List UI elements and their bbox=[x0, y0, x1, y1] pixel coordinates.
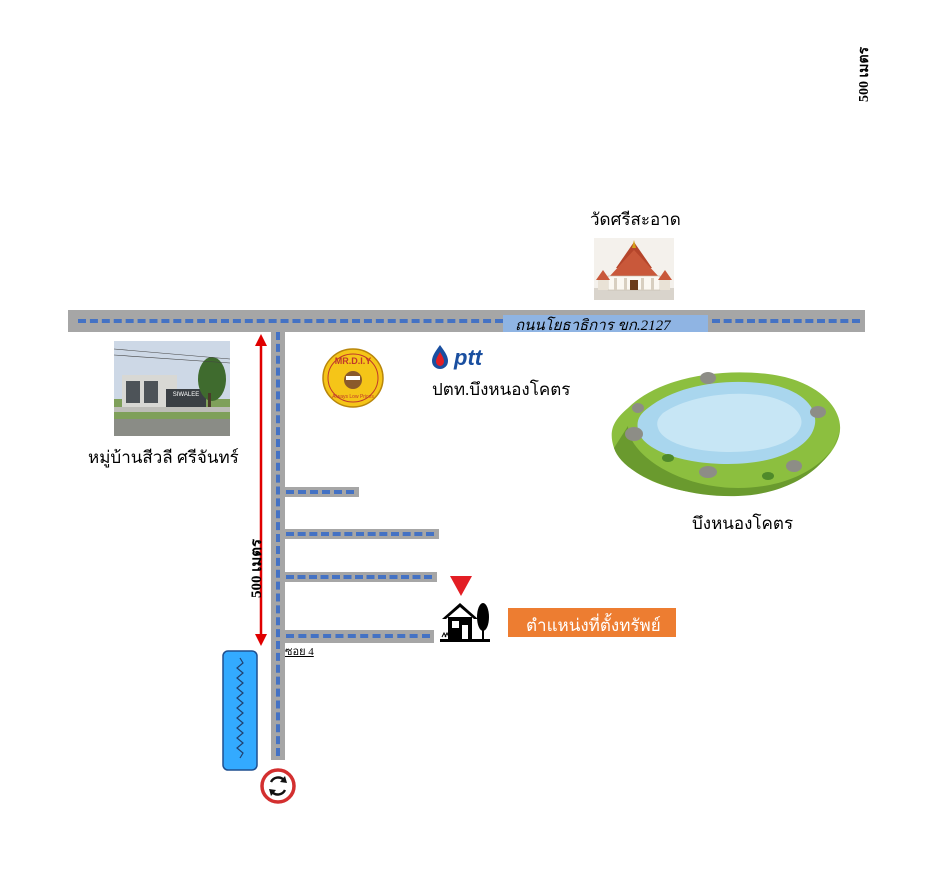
soi-label: ซอย 4 bbox=[285, 646, 314, 658]
temple-label: วัดศรีสะอาด bbox=[590, 210, 681, 229]
canal bbox=[222, 650, 258, 771]
property-label-box bbox=[508, 608, 676, 637]
branch-road-2-dashes bbox=[286, 532, 434, 536]
lake-image bbox=[608, 368, 844, 498]
main-road-dashes-right bbox=[712, 319, 860, 323]
village-sign-text: SIWALEE bbox=[173, 392, 199, 398]
distance-label-side: 500 เมตร bbox=[249, 538, 265, 598]
distance-arrow bbox=[252, 334, 270, 646]
gas-station-label: ปตท.บึงหนองโคตร bbox=[432, 380, 571, 399]
ptt-logo: ptt bbox=[430, 343, 502, 371]
lake-label: บึงหนองโคตร bbox=[692, 514, 794, 533]
property-label: ตำแหน่งที่ตั้งทรัพย์ bbox=[526, 616, 661, 635]
distance-label-top: 500 เมตร bbox=[857, 46, 872, 102]
house-icon bbox=[438, 597, 492, 645]
main-road-label: ถนนโยธาธิการ ขก.2127 bbox=[515, 318, 671, 334]
temple-image bbox=[594, 238, 674, 300]
side-road-dashes bbox=[276, 332, 280, 756]
roundabout-icon bbox=[260, 768, 296, 804]
store-logo-top-text: MR.D.I.Y bbox=[335, 356, 372, 366]
branch-road-3-dashes bbox=[286, 575, 432, 579]
village-label: หมู่บ้านสีวลี ศรีจันทร์ bbox=[88, 448, 239, 467]
main-road-label-box bbox=[503, 315, 708, 332]
branch-road-1-dashes bbox=[286, 490, 354, 494]
village-photo: SIWALEE bbox=[113, 341, 231, 436]
branch-road-soi4-dashes bbox=[286, 634, 430, 638]
store-logo: MR.D.I.Y Always Low Prices bbox=[322, 348, 384, 408]
ptt-brand-text: ptt bbox=[453, 345, 484, 370]
store-logo-bottom-text: Always Low Prices bbox=[332, 394, 374, 400]
main-road-dashes-left bbox=[78, 319, 503, 323]
property-marker bbox=[450, 576, 472, 596]
